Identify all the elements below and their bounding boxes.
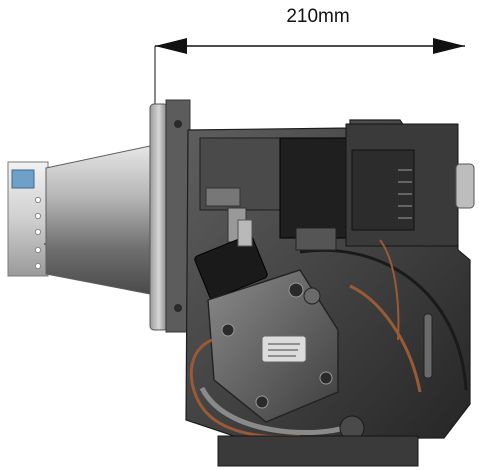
- dimension-arrow: [154, 38, 465, 112]
- dimension-label: 210mm: [286, 6, 350, 27]
- mounting-flange: [149, 99, 191, 333]
- solenoid-coil: [194, 219, 268, 300]
- blast-tube: [7, 161, 65, 277]
- burner-base: [217, 435, 419, 467]
- oil-pump: [207, 269, 339, 423]
- combustion-cone: [45, 145, 151, 295]
